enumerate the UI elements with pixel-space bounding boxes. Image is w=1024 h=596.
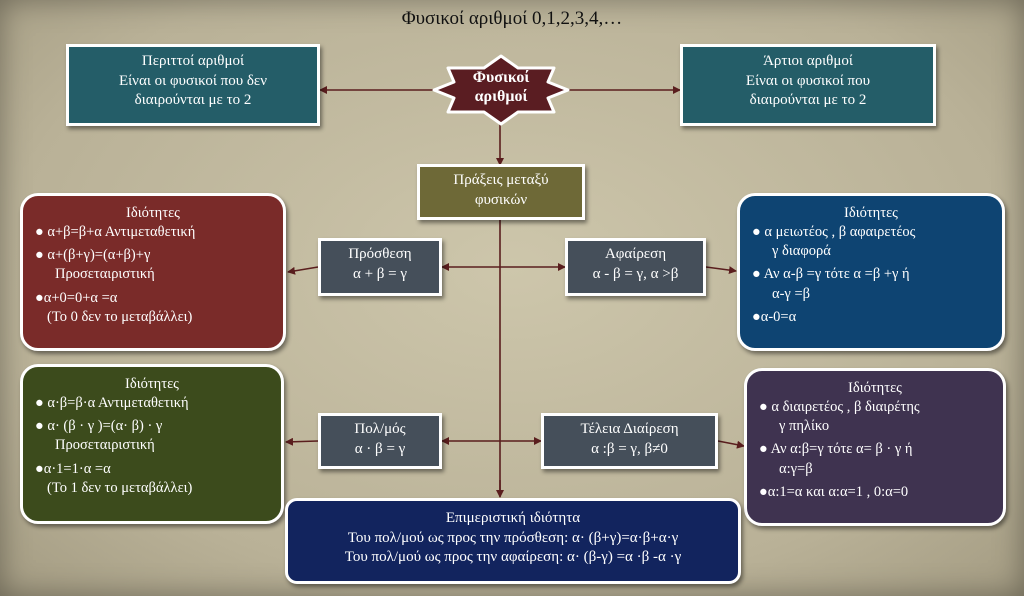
addition-props-heading: Ιδιότητες (126, 205, 180, 221)
distributive-addition: Του πολ/μού ως προς την πρόσθεση: α· (β+… (347, 529, 679, 546)
multiplication-title: Πολ/μός (354, 421, 406, 437)
division-prop-special: ●α:1=α και α:α=1 , 0:α=0 (759, 483, 909, 500)
multiplication-properties-box: Ιδιότητες ● α·β=β·α Αντιμεταθετική ● α· … (20, 364, 284, 524)
subtraction-title: Αφαίρεση (604, 246, 667, 262)
addition-prop-commutative: ● α+β=β+α Αντιμεταθετική (35, 224, 196, 241)
subtraction-box: Αφαίρεση α - β = γ, α >β (565, 238, 706, 296)
center-label-line-1: Φυσικοί (472, 69, 530, 86)
odd-numbers-box: Περιττοί αριθμοί Είναι οι φυσικοί που δε… (66, 44, 320, 126)
subtraction-prop-terms: ● α μειωτέος , β αφαιρετέος (752, 224, 916, 241)
addition-prop-associative-label: Προσεταιριστική (55, 266, 155, 283)
multiplication-prop-identity: ●α·1=1·α =α (35, 460, 111, 477)
multiplication-box: Πολ/μός α · β = γ (318, 413, 442, 469)
arrow-subtraction-to-props (705, 266, 737, 275)
subtraction-properties-box: Ιδιότητες ● α μειωτέος , β αφαιρετέος γ … (737, 193, 1005, 351)
addition-box: Πρόσθεση α + β = γ (318, 238, 442, 296)
operations-box: Πράξεις μεταξύ φυσικών (417, 164, 585, 220)
operations-line-1: Πράξεις μεταξύ (453, 172, 549, 188)
center-label-line-2: αριθμοί (474, 88, 528, 106)
addition-properties-box: Ιδιότητες ● α+β=β+α Αντιμεταθετική ● α+(… (20, 193, 286, 351)
division-properties-box: Ιδιότητες ● α διαιρετέος , β διαιρέτης γ… (744, 368, 1006, 526)
distributive-title: Επιμεριστική ιδιότητα (445, 510, 581, 526)
even-numbers-box: Άρτιοι αριθμοί Είναι οι φυσικοί που διαι… (680, 44, 936, 126)
arrow-multiplication-to-props (285, 437, 319, 446)
multiplication-prop-commutative: ● α·β=β·α Αντιμεταθετική (35, 395, 189, 412)
division-formula: α :β = γ, β≠0 (591, 440, 668, 457)
division-prop-terms-2: γ πηλίκο (779, 418, 830, 435)
distributive-subtraction: Του πολ/μού ως προς την αφαίρεση: α· (β-… (344, 549, 682, 565)
distributive-property-box: Επιμεριστική ιδιότητα Του πολ/μού ως προ… (285, 498, 741, 584)
multiplication-formula: α · β = γ (354, 440, 406, 457)
natural-numbers-node: Φυσικοί αριθμοί (432, 54, 570, 126)
operations-line-2: φυσικών (474, 191, 528, 208)
multiplication-prop-associative: ● α· (β · γ )=(α· β) · γ (35, 418, 163, 435)
subtraction-props-heading: Ιδιότητες (844, 205, 898, 221)
multiplication-props-heading: Ιδιότητες (125, 376, 179, 392)
star-shape (432, 54, 570, 126)
odd-text-line-2: διαιρούνται με το 2 (134, 92, 252, 108)
even-title: Άρτιοι αριθμοί (763, 53, 853, 69)
subtraction-prop-zero: ●α-0=α (752, 308, 797, 325)
multiplication-prop-identity-note: (Το 1 δεν το μεταβάλλει) (47, 479, 193, 496)
subtraction-prop-terms-2: γ διαφορά (772, 243, 831, 260)
addition-prop-identity-note: (Το 0 δεν το μεταβάλλει) (47, 308, 193, 325)
even-text-line-2: διαιρούνται με το 2 (749, 92, 867, 108)
division-title: Τέλεια Διαίρεση (580, 421, 679, 437)
addition-prop-identity: ●α+0=0+α =α (35, 289, 118, 306)
division-box: Τέλεια Διαίρεση α :β = γ, β≠0 (541, 413, 718, 469)
multiplication-prop-associative-label: Προσεταιριστική (55, 437, 155, 454)
addition-formula: α + β = γ (352, 265, 408, 282)
arrow-addition-to-props (287, 266, 319, 275)
subtraction-prop-inverse: ● Αν α-β =γ τότε α =β +γ ή (752, 266, 910, 283)
addition-prop-associative: ● α+(β+γ)=(α+β)+γ (35, 247, 151, 264)
addition-title: Πρόσθεση (348, 246, 412, 262)
subtraction-formula: α - β = γ, α >β (592, 265, 679, 282)
page-title: Φυσικοί αριθμοί 0,1,2,3,4,… (401, 8, 623, 29)
odd-title: Περιττοί αριθμοί (141, 53, 245, 69)
subtraction-prop-inverse-2: α-γ =β (772, 285, 811, 302)
division-prop-inverse-2: α:γ=β (779, 460, 813, 477)
division-prop-inverse: ● Αν α:β=γ τότε α= β · γ ή (759, 441, 913, 458)
even-text-line-1: Είναι οι φυσικοί που (745, 72, 871, 89)
arrow-division-to-props (717, 440, 745, 449)
odd-text-line-1: Είναι οι φυσικοί που δεν (118, 72, 268, 89)
division-props-heading: Ιδιότητες (848, 380, 902, 396)
division-prop-terms: ● α διαιρετέος , β διαιρέτης (759, 399, 920, 416)
